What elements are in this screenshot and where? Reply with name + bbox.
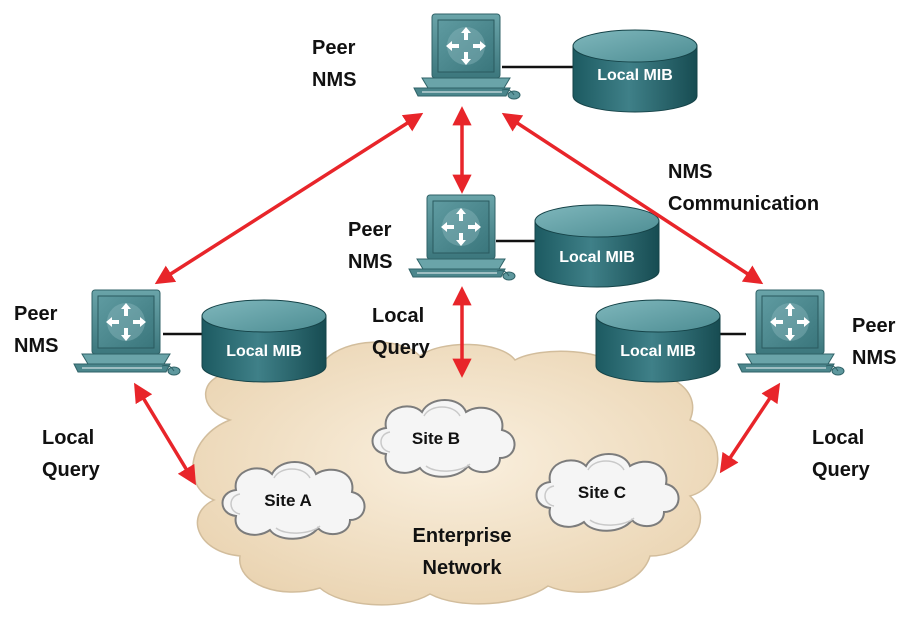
site-b-label: Site B <box>412 429 460 448</box>
mib-label-left: Local MIB <box>226 343 302 360</box>
mib-label-top: Local MIB <box>597 67 673 84</box>
peer-nms-computer-top <box>413 13 521 100</box>
mib-label-right: Local MIB <box>620 343 696 360</box>
mib-middle <box>534 204 660 288</box>
peer-nms-computer-right <box>737 289 845 376</box>
peer-nms-computer-left <box>73 289 181 376</box>
site-a-label: Site A <box>264 491 312 510</box>
arrow-left-to-network <box>134 382 196 486</box>
arrow-top-to-left <box>154 112 424 285</box>
mib-label-middle: Local MIB <box>559 249 635 266</box>
arrow-top-to-right <box>501 112 764 285</box>
mib-left <box>201 299 327 383</box>
arrow-right-to-network <box>719 382 781 474</box>
mib-right <box>595 299 721 383</box>
site-c-label: Site C <box>578 483 626 502</box>
peer-nms-computer-middle <box>408 194 516 281</box>
